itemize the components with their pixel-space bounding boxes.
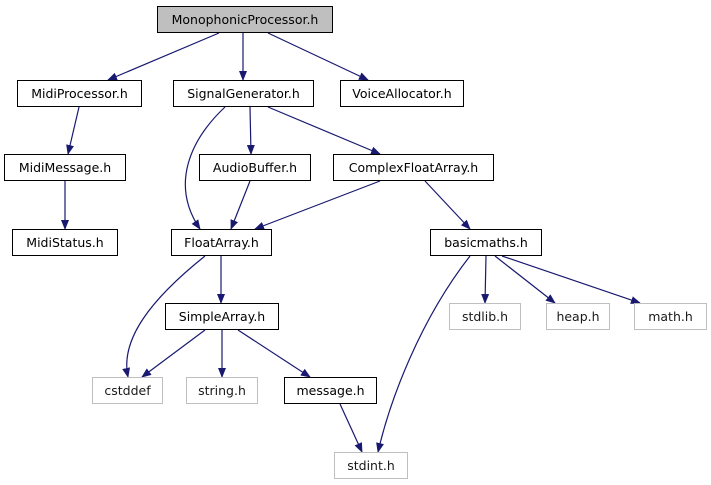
edge-basicmaths-to-heap — [494, 255, 556, 304]
node-midi-processor[interactable]: MidiProcessor.h — [17, 80, 142, 107]
node-simple-array[interactable]: SimpleArray.h — [165, 303, 279, 330]
node-voice-allocator[interactable]: VoiceAllocator.h — [340, 80, 464, 107]
edge-monophonic-processor-to-midi-processor — [107, 32, 220, 81]
node-stdlib: stdlib.h — [449, 303, 521, 330]
edge-simple-array-to-message — [237, 329, 311, 378]
edge-basicmaths-to-math — [501, 255, 641, 304]
node-complex-float-array[interactable]: ComplexFloatArray.h — [333, 154, 494, 181]
edge-complex-float-array-to-basicmaths — [424, 180, 471, 230]
edge-audio-buffer-to-float-array — [230, 180, 251, 230]
node-float-array[interactable]: FloatArray.h — [171, 229, 272, 256]
node-midi-status[interactable]: MidiStatus.h — [12, 229, 118, 256]
node-signal-generator[interactable]: SignalGenerator.h — [173, 80, 314, 107]
edge-message-to-stdint — [339, 403, 363, 453]
node-message[interactable]: message.h — [284, 377, 377, 404]
edge-basicmaths-to-stdlib — [481, 255, 490, 304]
node-string: string.h — [186, 377, 258, 404]
edge-signal-generator-to-audio-buffer — [246, 106, 255, 155]
node-heap: heap.h — [546, 303, 610, 330]
edge-monophonic-processor-to-voice-allocator — [267, 32, 369, 81]
edge-midi-processor-to-midi-message — [66, 106, 80, 155]
node-stdint: stdint.h — [334, 452, 408, 479]
node-monophonic-processor[interactable]: MonophonicProcessor.h — [157, 6, 333, 33]
edge-signal-generator-to-complex-float-array — [267, 106, 381, 155]
node-audio-buffer[interactable]: AudioBuffer.h — [199, 154, 311, 181]
edge-float-array-to-cstddef — [122, 255, 206, 378]
edge-complex-float-array-to-float-array — [254, 180, 381, 230]
node-basicmaths[interactable]: basicmaths.h — [430, 229, 542, 256]
edge-signal-generator-to-float-array — [184, 106, 226, 230]
node-midi-message[interactable]: MidiMessage.h — [4, 154, 126, 181]
edge-simple-array-to-cstddef — [141, 329, 206, 378]
edge-basicmaths-to-stdint — [376, 255, 471, 453]
node-cstddef: cstddef — [92, 377, 163, 404]
node-math: math.h — [634, 303, 707, 330]
